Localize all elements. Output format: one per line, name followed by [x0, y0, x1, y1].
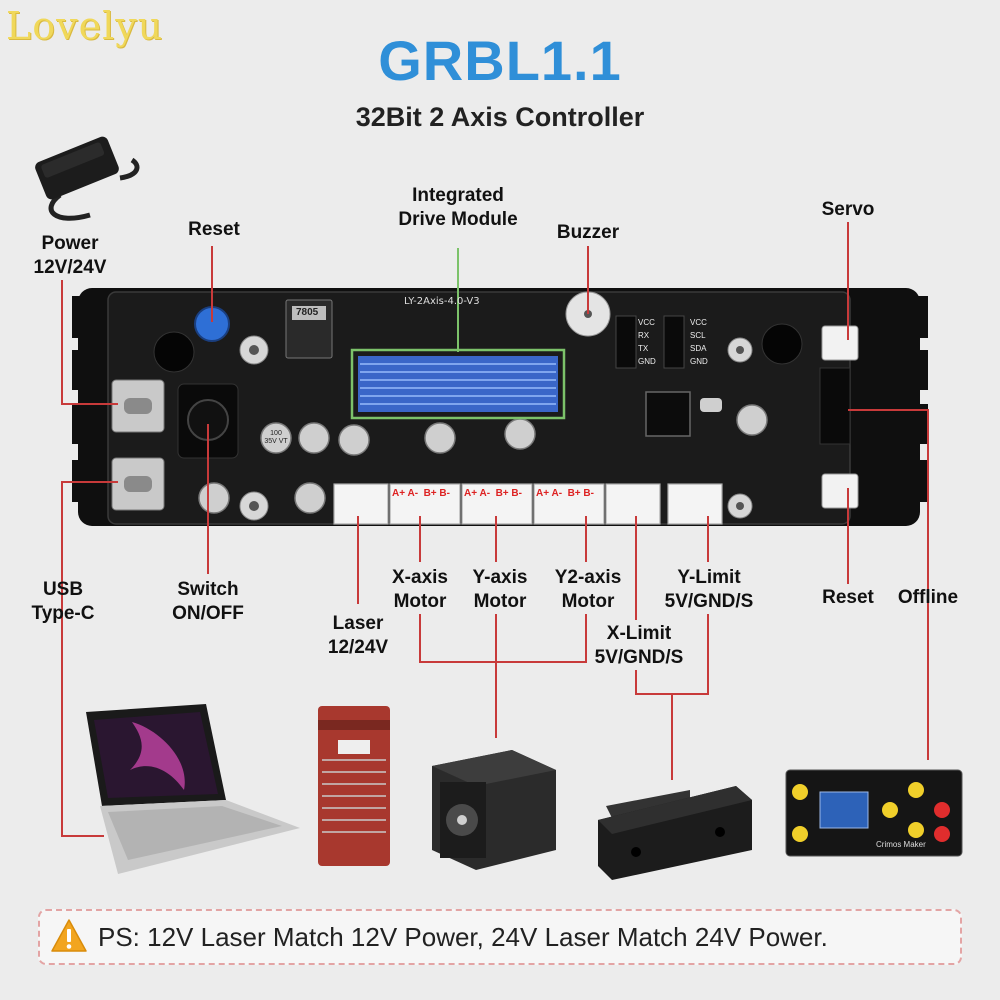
pin-label: RX	[638, 331, 650, 340]
pin-labels-left: VCC RX TX GND	[638, 316, 656, 368]
usb-label: USB Type-C	[31, 579, 95, 624]
regulator-label: 7805	[296, 307, 319, 318]
laser-module-image	[318, 706, 390, 866]
pin-label: SCL	[690, 331, 706, 340]
page-title: GRBL1.1	[378, 29, 622, 92]
pin-label: GND	[690, 357, 708, 366]
stepper-motor-image	[432, 750, 556, 870]
page-subtitle: 32Bit 2 Axis Controller	[355, 102, 645, 132]
x-motor-label: X-axis Motor	[392, 567, 448, 612]
terminal-label-x: A+ A- B+ B-	[392, 488, 450, 499]
offline-controller-image	[785, 769, 963, 857]
switch-label: Switch ON/OFF	[172, 579, 244, 624]
x-limit-label: X-Limit 5V/GND/S	[594, 623, 684, 668]
terminal-label-y: A+ A- B+ B-	[464, 488, 522, 499]
notice-box: PS: 12V Laser Match 12V Power, 24V Laser…	[38, 909, 962, 965]
power-adapter-image	[35, 136, 140, 221]
reset-top-label: Reset	[188, 219, 240, 240]
y2-motor-label: Y2-axis Motor	[554, 567, 622, 612]
y-motor-label: Y-axis Motor	[472, 567, 528, 612]
pin-label: VCC	[690, 318, 707, 327]
board-model-label: LY-2Axis-4.0-V3	[404, 296, 480, 307]
warning-icon	[51, 919, 87, 952]
offline-label: Offline	[897, 587, 959, 608]
power-label: Power 12V/24V	[33, 233, 107, 278]
offline-module-brand: Crimos Maker	[876, 840, 926, 849]
limit-switch-image	[598, 786, 752, 880]
pin-label: SDA	[690, 344, 707, 353]
servo-label: Servo	[821, 199, 875, 220]
brand-watermark: Lovelyu	[6, 4, 164, 48]
notice-text: PS: 12V Laser Match 12V Power, 24V Laser…	[98, 922, 828, 952]
pin-label: TX	[638, 344, 649, 353]
pin-label: GND	[638, 357, 656, 366]
drive-module-label: Integrated Drive Module	[398, 185, 518, 230]
capacitor-label: 100 35V VT	[264, 430, 288, 445]
laptop-image	[86, 704, 300, 874]
laser-label: Laser 12/24V	[327, 613, 389, 658]
buzzer-label: Buzzer	[556, 222, 620, 243]
leader-lines	[61, 222, 929, 837]
pin-label: VCC	[638, 318, 655, 327]
reset-bottom-label: Reset	[822, 587, 874, 608]
pin-labels-right: VCC SCL SDA GND	[690, 316, 708, 368]
y-limit-label: Y-Limit 5V/GND/S	[664, 567, 754, 612]
terminal-label-y2: A+ A- B+ B-	[536, 488, 594, 499]
